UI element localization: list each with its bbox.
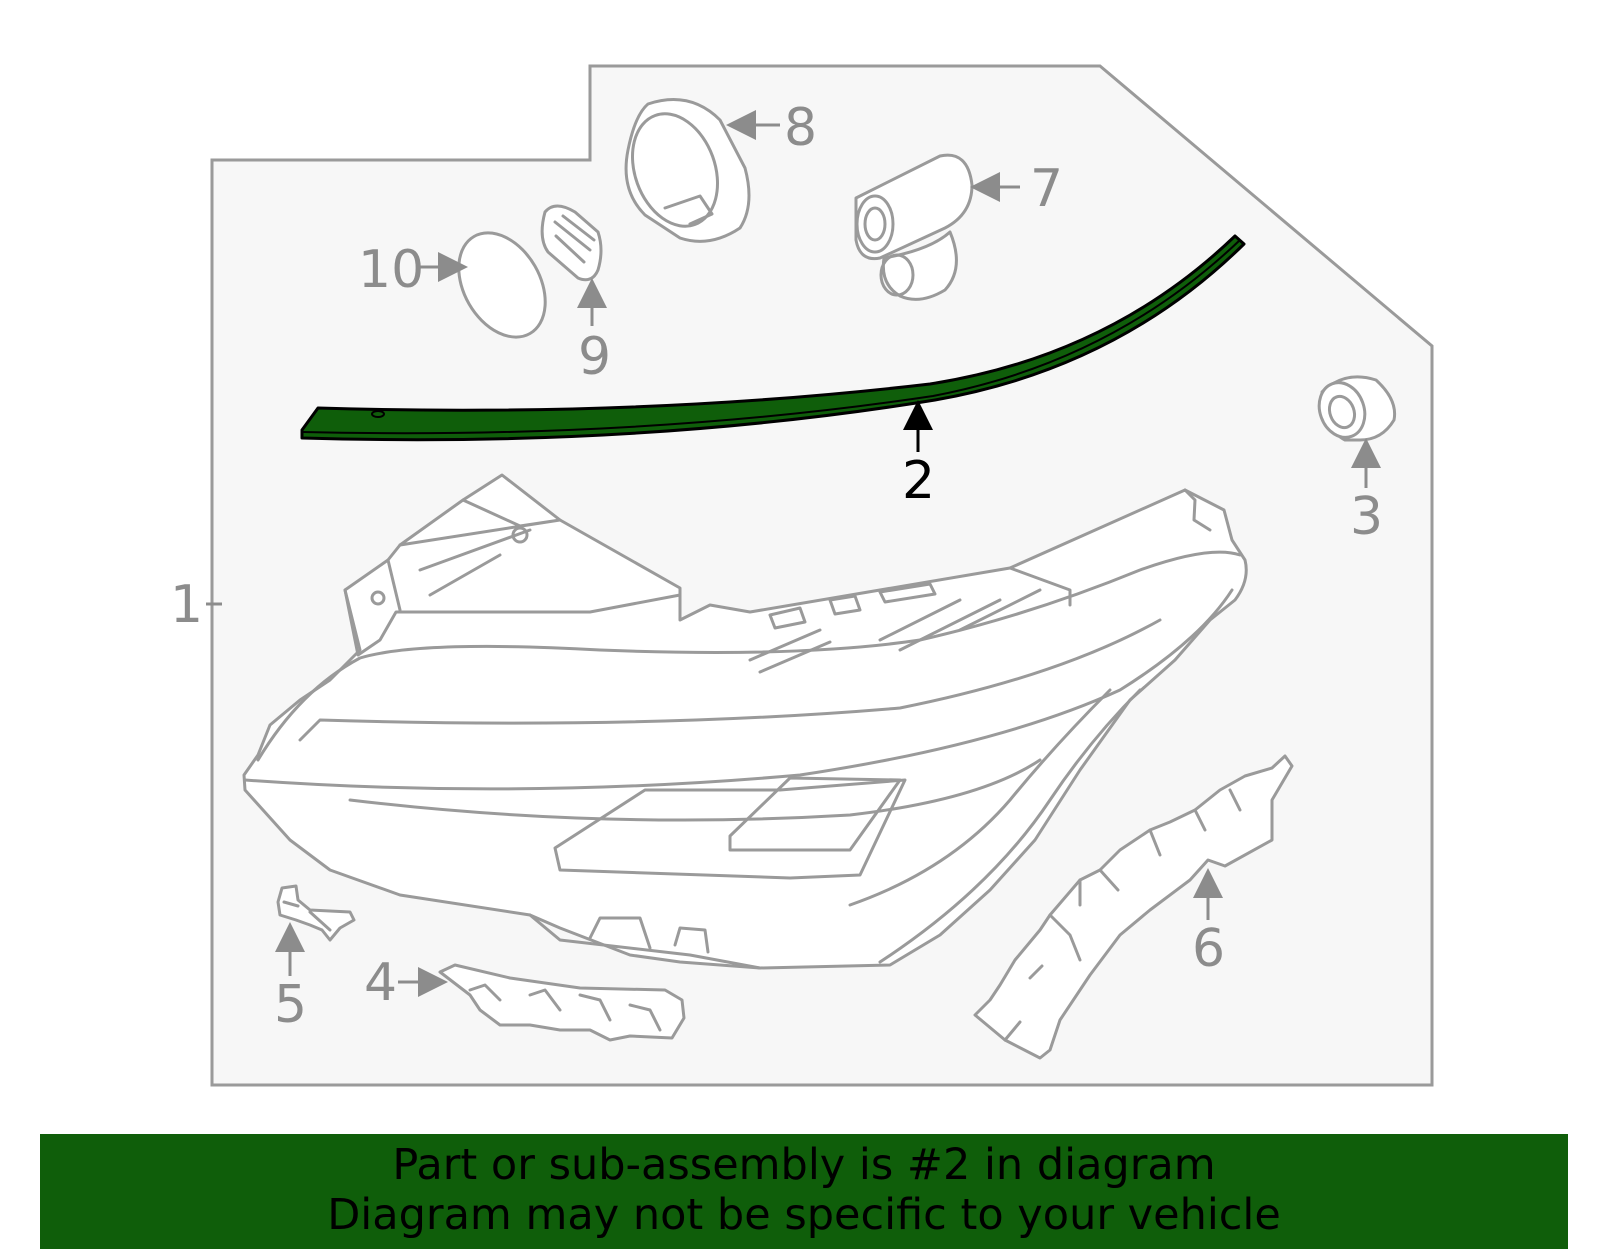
callout-8: 8 xyxy=(784,98,817,158)
part-9-cover[interactable] xyxy=(540,204,603,282)
part-10-cap[interactable] xyxy=(441,218,563,353)
parts-diagram: 1 2 3 4 5 6 7 8 9 10 xyxy=(170,64,1434,1087)
callout-10: 10 xyxy=(358,240,424,300)
part-6-side-bracket[interactable] xyxy=(973,754,1294,1060)
part-4-lower-bracket[interactable] xyxy=(438,963,686,1042)
part-3-bushing[interactable] xyxy=(1312,375,1397,444)
part-5-clip[interactable] xyxy=(276,884,356,942)
banner-line-2: Diagram may not be specific to your vehi… xyxy=(327,1190,1281,1240)
callout-7: 7 xyxy=(1030,159,1063,219)
part-2-trim-strip[interactable] xyxy=(300,234,1246,442)
banner-line-1: Part or sub-assembly is #2 in diagram xyxy=(392,1140,1216,1190)
part-1-headlamp-assembly[interactable] xyxy=(242,473,1248,970)
callout-2: 2 xyxy=(902,451,935,511)
part-7-bulb[interactable] xyxy=(854,153,974,301)
callout-6: 6 xyxy=(1192,919,1225,979)
callout-5: 5 xyxy=(274,975,307,1035)
info-banner: Part or sub-assembly is #2 in diagram Di… xyxy=(40,1134,1568,1249)
callout-1: 1 xyxy=(170,575,203,635)
part-8-socket[interactable] xyxy=(618,98,751,243)
callout-9: 9 xyxy=(578,327,611,387)
callout-3: 3 xyxy=(1350,487,1383,547)
callout-4: 4 xyxy=(364,953,397,1013)
